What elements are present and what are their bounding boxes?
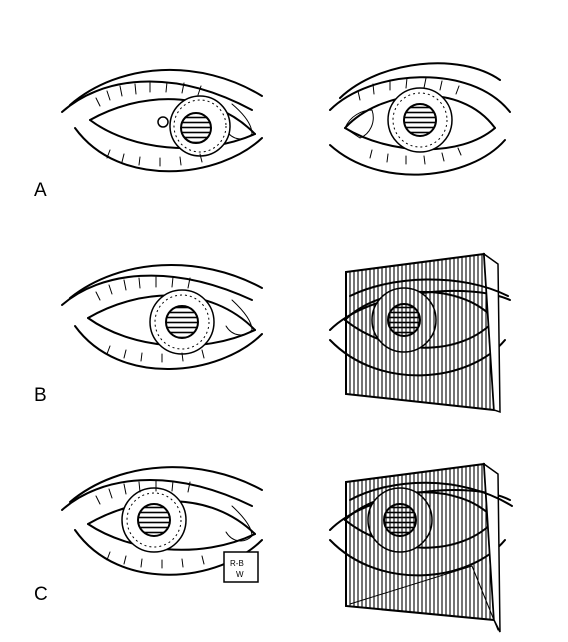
signature-line-2: W	[236, 570, 244, 579]
row-a-left-eye	[61, 68, 263, 173]
artist-signature: R-B W	[223, 551, 259, 583]
row-b-right-eye-occluded	[329, 252, 511, 414]
row-label-b: B	[34, 385, 47, 406]
row-label-a: A	[34, 180, 47, 201]
row-a-right-eye	[329, 62, 511, 176]
signature-line-1: R-B	[230, 559, 244, 568]
occluder-card	[345, 462, 501, 633]
occluder-card	[345, 252, 501, 414]
row-c-left-eye	[61, 466, 263, 576]
row-label-c: C	[34, 584, 48, 605]
row-c-right-eye-occluded	[329, 462, 513, 633]
row-b-left-eye	[61, 264, 263, 370]
